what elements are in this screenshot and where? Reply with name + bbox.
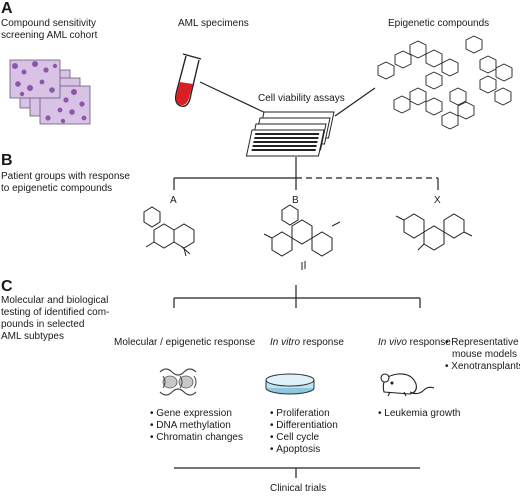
compound-x-structure [395, 213, 473, 251]
list-item: DNA methylation [150, 420, 243, 432]
clinical-trials-label: Clinical trials [270, 483, 327, 494]
assays-label: Cell viability assays [258, 93, 345, 104]
compound-structures [377, 35, 513, 130]
list-item: Leukemia growth [378, 408, 460, 420]
panel-b-heading-line1: Patient groups with response [1, 171, 130, 182]
invivo-models-line3: • Xenotransplants [445, 361, 520, 372]
specimens-label: AML specimens [178, 18, 249, 29]
invitro-title: In vitro response [270, 337, 344, 349]
invitro-title-italic: In vitro [270, 337, 301, 348]
invitro-title-rest: response [300, 337, 344, 348]
group-a-label: A [170, 195, 177, 206]
list-item: Chromatin changes [150, 432, 243, 444]
panel-c-heading-line4: AML subtypes [1, 331, 64, 342]
panel-c-letter: C [1, 278, 13, 295]
cohort-label-line1: Compound sensitivity [1, 18, 97, 29]
panel-b-letter: B [1, 152, 13, 169]
compound-a-structure [143, 206, 195, 257]
cell-smear-slides [9, 59, 91, 125]
invivo-title: In vivo response [378, 337, 451, 349]
invivo-list: Leukemia growth [378, 408, 460, 420]
panel-a-letter: A [1, 0, 13, 17]
list-item: Gene expression [150, 408, 243, 420]
cohort-label-line2: screening AML cohort [1, 30, 98, 41]
list-item: Apoptosis [270, 444, 338, 456]
panel-c-heading-line1: Molecular and biological [1, 295, 109, 306]
invitro-list: Proliferation Differentiation Cell cycle… [270, 408, 338, 456]
panel-c-heading-line3: pounds in selected [1, 319, 85, 330]
petri-dish-icon [265, 373, 315, 395]
assay-plates-icon [245, 111, 335, 157]
panel-b-heading-line2: to epigenetic compounds [1, 183, 113, 194]
invivo-models-line2: mouse models [452, 349, 518, 360]
list-item: Differentiation [270, 420, 338, 432]
molecular-list: Gene expression DNA methylation Chromati… [150, 408, 243, 444]
group-b-label: B [292, 195, 299, 206]
chromatin-icon [159, 368, 197, 396]
compound-b-structure [263, 204, 341, 270]
mouse-icon [380, 373, 435, 397]
invivo-title-italic: In vivo [378, 337, 407, 348]
test-tube-icon [174, 53, 202, 107]
panel-c-heading-line2: testing of identified com- [1, 307, 110, 318]
molecular-title: Molecular / epigenetic response [114, 337, 256, 348]
group-x-label: X [434, 195, 441, 206]
list-item: Cell cycle [270, 432, 338, 444]
invivo-title-rest: response [406, 337, 451, 348]
invivo-models-line1: • Representative [445, 337, 519, 348]
list-item: Proliferation [270, 408, 338, 420]
compounds-label: Epigenetic compounds [388, 18, 490, 29]
